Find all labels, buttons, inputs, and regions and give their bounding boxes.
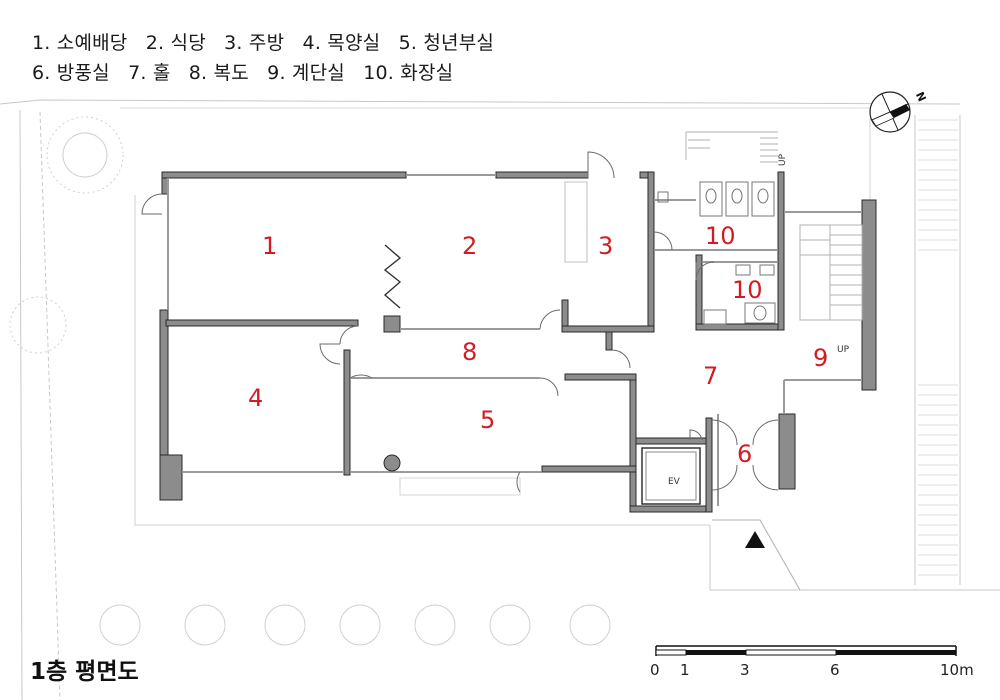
room-number-2: 2 [462,232,477,260]
room-number-1: 1 [262,232,277,260]
scale-bar [655,645,957,656]
legend-item: 6. 방풍실 [32,62,110,84]
elevator-shaft [641,447,701,505]
legend-item: 10. 화장실 [363,62,454,84]
entrance-arrow-icon [745,531,765,548]
room-number-8: 8 [462,338,477,366]
legend-item: 1. 소예배당 [32,32,128,54]
north-compass-icon [869,91,911,133]
elevator-car [645,451,697,501]
scale-tick-label: 10m [940,661,974,679]
legend-item: 8. 복도 [188,62,249,84]
site-hatch [918,119,958,576]
interior-lines [167,174,862,506]
room-number-4: 4 [248,384,263,412]
room-number-9: 9 [813,344,828,372]
legend-item: 2. 식당 [145,32,206,54]
legend-item: 7. 홀 [128,62,171,84]
stair-up-label-top: UP [778,153,788,166]
legend-line-2: 6. 방풍실 7. 홀 8. 복도 9. 계단실 10. 화장실 [32,58,465,85]
toilet-fixtures [657,181,776,325]
room-number-10-upper: 10 [705,222,736,250]
plan-title: 1층 평면도 [30,659,139,685]
legend-line-1: 1. 소예배당 2. 식당 3. 주방 4. 목양실 5. 청년부실 [32,28,506,55]
door-swings [141,151,779,493]
scale-tick-label: 0 [650,661,660,679]
room-number-3: 3 [598,232,613,260]
stair-treads [685,131,863,321]
room-number-7: 7 [703,362,718,390]
scale-tick-label: 6 [830,661,840,679]
legend-item: 5. 청년부실 [398,32,495,54]
room-number-6: 6 [737,440,752,468]
room-number-10-lower: 10 [732,276,763,304]
site-context [0,99,1000,700]
column [383,454,401,472]
folding-partition [383,244,402,309]
scale-tick-label: 1 [680,661,690,679]
stair-up-label: UP [837,345,850,355]
room-number-5: 5 [480,406,495,434]
exterior-walls [159,171,877,513]
legend-item: 4. 목양실 [302,32,381,54]
legend-item: 3. 주방 [224,32,285,54]
elevator-label: EV [668,477,681,487]
legend-item: 9. 계단실 [267,62,345,84]
scale-tick-label: 3 [740,661,750,679]
north-label: N [913,90,929,104]
tree-symbols [9,116,611,646]
kitchen-counter [564,181,588,263]
